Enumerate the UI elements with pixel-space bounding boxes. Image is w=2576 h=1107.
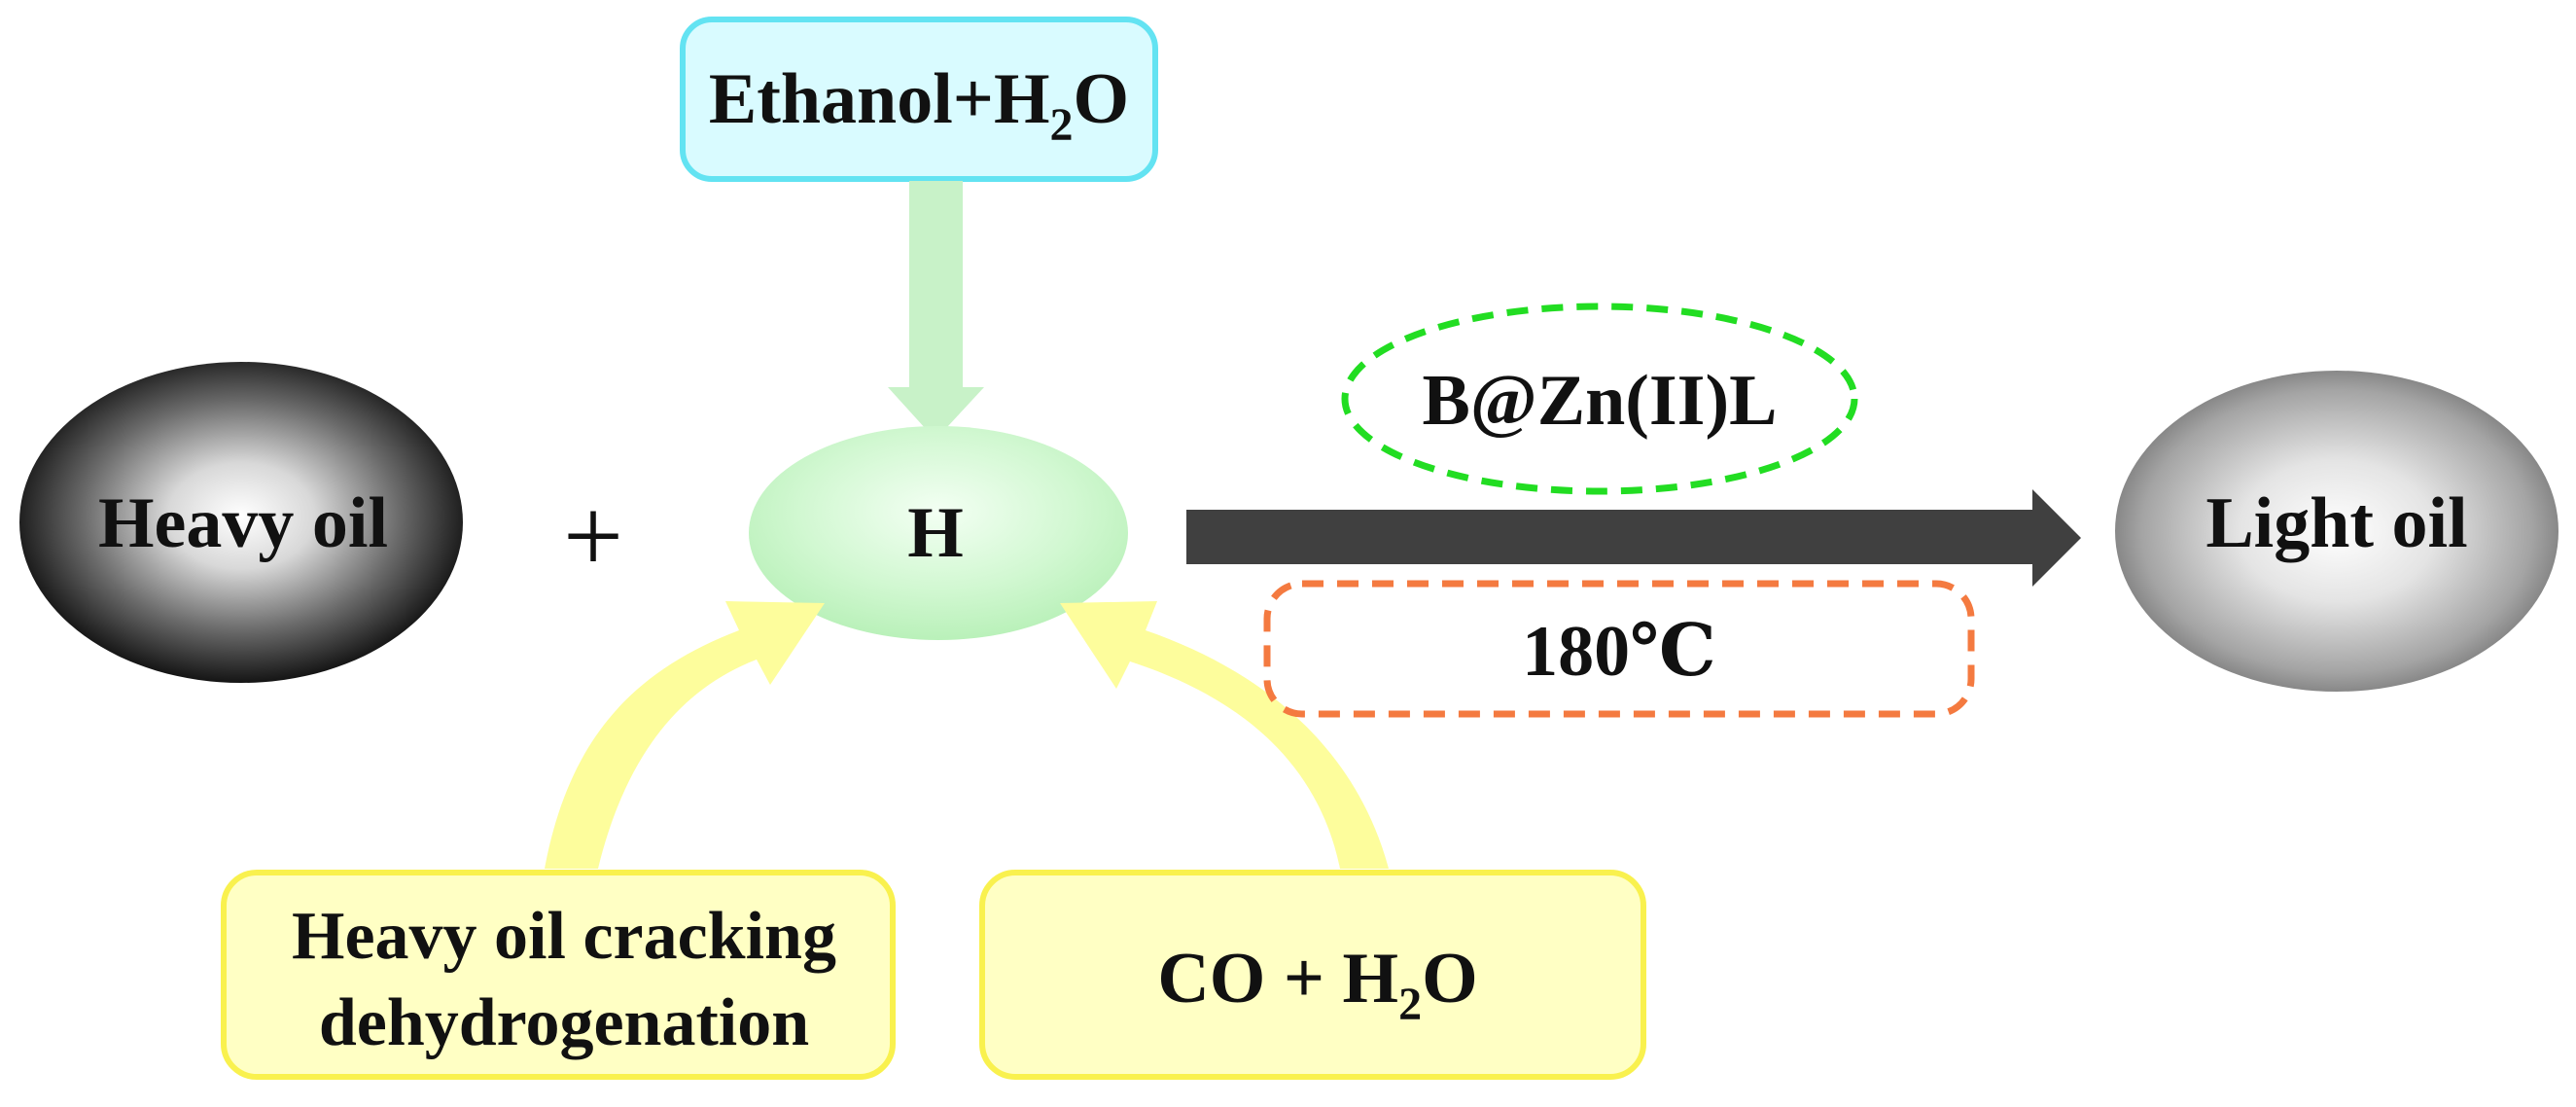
ethanol-water-box	[680, 17, 1158, 182]
ethanol-water-label: Ethanol+H2O	[709, 59, 1129, 151]
catalyst-ellipse	[1341, 303, 1858, 495]
catalyst-label: B@Zn(II)L	[1423, 361, 1778, 441]
yellow-right-curved-arrow	[1060, 601, 1389, 869]
heavy-oil-sphere	[19, 362, 463, 683]
cracking-label-line2: dehydrogenation	[319, 985, 809, 1060]
light-oil-label: Light oil	[2205, 483, 2467, 563]
light-oil-sphere	[2115, 371, 2558, 692]
co-water-main: CO + H	[1157, 939, 1398, 1018]
ethanol-water-tail: O	[1074, 59, 1130, 139]
yellow-left-curved-arrow	[545, 601, 825, 869]
temperature-box	[1263, 580, 1975, 718]
plus-sign: +	[563, 477, 623, 595]
co-water-tail: O	[1422, 939, 1478, 1018]
green-down-arrow	[888, 181, 984, 440]
co-water-label: CO + H2O	[1157, 939, 1477, 1030]
ethanol-water-main: Ethanol+H	[709, 59, 1050, 139]
hydrogen-ellipse	[749, 426, 1128, 640]
cracking-box	[221, 870, 896, 1080]
heavy-oil-label: Heavy oil	[98, 483, 388, 563]
co-water-box	[979, 870, 1646, 1080]
main-reaction-arrow	[1186, 489, 2081, 587]
hydrogen-label: H	[907, 493, 964, 573]
temperature-label: 180℃	[1522, 612, 1716, 692]
co-water-subscript: 2	[1398, 979, 1422, 1030]
cracking-label-line1: Heavy oil cracking	[292, 899, 836, 974]
ethanol-water-subscript: 2	[1050, 99, 1074, 151]
